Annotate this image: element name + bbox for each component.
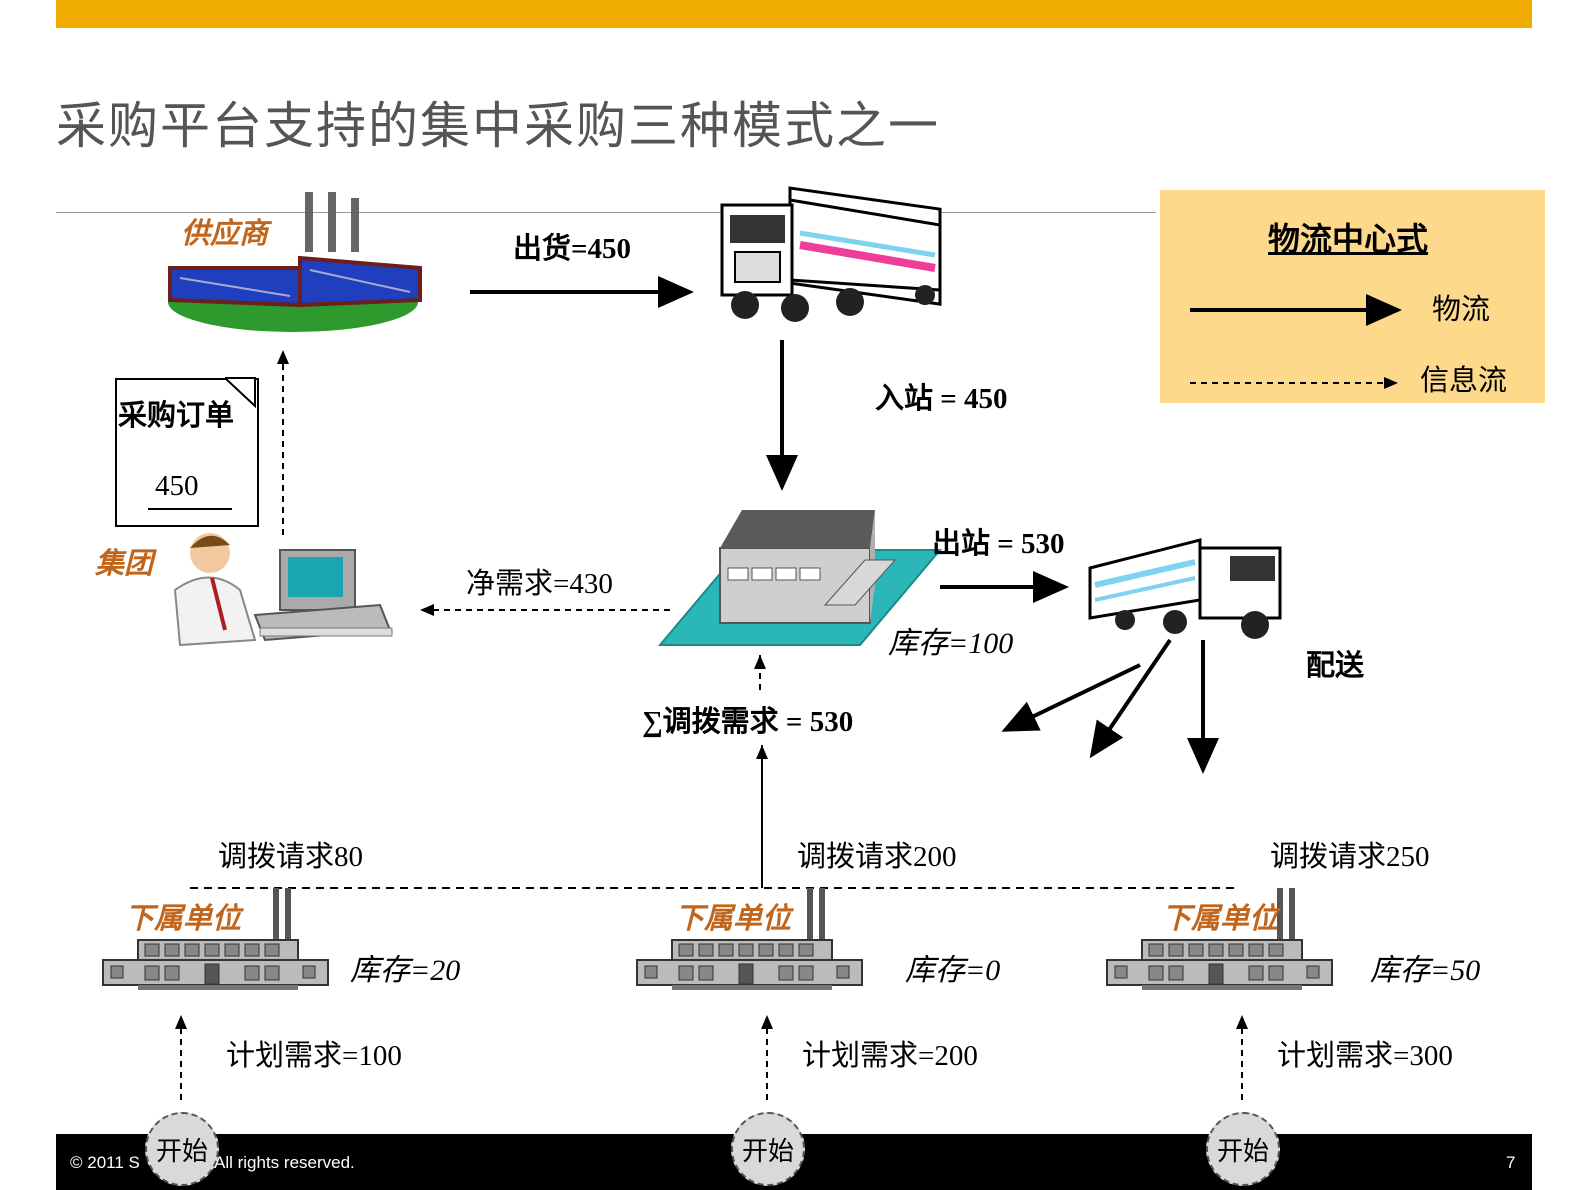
outbound-label: 出站 = 530	[932, 528, 1065, 560]
net-demand-label: 净需求=430	[466, 568, 613, 600]
distribution-label: 配送	[1306, 648, 1365, 682]
legend-title: 物流中心式	[1268, 220, 1429, 258]
start-node-1[interactable]: 开始	[145, 1112, 219, 1186]
unit-2-stock: 库存=0	[905, 954, 1001, 987]
footer-rights: All rights reserved.	[214, 1153, 355, 1172]
unit-2-request: 调拨请求200	[797, 841, 957, 873]
inbound-label: 入站 = 450	[875, 383, 1008, 415]
unit-3-request: 调拨请求250	[1270, 841, 1430, 873]
legend-solid-label: 物流	[1432, 292, 1491, 326]
purchase-order-doc	[115, 378, 259, 527]
purchase-order-title: 采购订单	[118, 398, 235, 432]
unit-factory-icon-1	[102, 888, 329, 990]
unit-factory-icon-3	[1106, 888, 1333, 990]
unit-1-stock: 库存=20	[350, 954, 461, 987]
legend-dashed-label: 信息流	[1420, 363, 1508, 397]
start-node-3[interactable]: 开始	[1206, 1112, 1280, 1186]
distribution-arrow-left	[1001, 663, 1141, 732]
page-number: 7	[1506, 1153, 1516, 1172]
center-stock-label: 库存=100	[888, 627, 1014, 660]
footer-copyright: © 2011 S	[70, 1153, 140, 1172]
doc-corner-fold-icon	[225, 377, 256, 408]
group-office-icon	[173, 533, 393, 647]
unit-1-plan: 计划需求=100	[226, 1040, 402, 1072]
outbound-truck-icon	[1088, 538, 1282, 639]
title-rule	[56, 212, 1156, 213]
ship-label: 出货=450	[513, 233, 632, 265]
inbound-truck-icon	[720, 186, 942, 322]
unit-1-request: 调拨请求80	[218, 841, 364, 873]
group-label: 集团	[95, 546, 154, 580]
unit-3-plan: 计划需求=300	[1277, 1040, 1453, 1072]
supplier-factory-icon	[168, 192, 422, 332]
top-accent-bar	[56, 0, 1532, 28]
unit-3-stock: 库存=50	[1370, 954, 1481, 987]
unit-2-label: 下属单位	[675, 901, 792, 935]
page-title: 采购平台支持的集中采购三种模式之一	[56, 97, 940, 155]
supplier-label: 供应商	[181, 216, 269, 250]
sum-demand-label: ∑调拨需求 = 530	[642, 706, 854, 738]
warehouse-icon	[657, 510, 943, 646]
unit-1-label: 下属单位	[125, 901, 242, 935]
start-node-2[interactable]: 开始	[731, 1112, 805, 1186]
qty-underline	[148, 508, 232, 510]
unit-2-plan: 计划需求=200	[802, 1040, 978, 1072]
distribution-arrow-middle	[1089, 638, 1172, 759]
unit-3-label: 下属单位	[1162, 901, 1279, 935]
purchase-order-qty: 450	[155, 470, 199, 502]
unit-factory-icon-2	[636, 888, 863, 990]
legend-box	[1160, 190, 1545, 403]
